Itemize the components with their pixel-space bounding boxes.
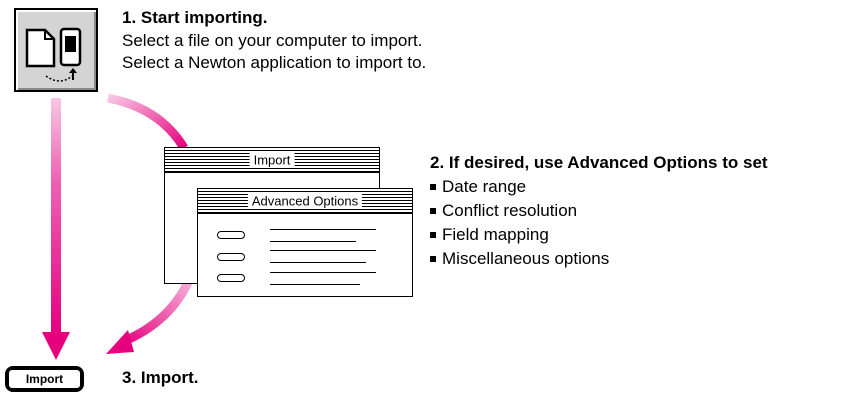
import-window-titlebar: Import: [165, 148, 379, 173]
list-item: Date range: [430, 175, 609, 199]
option-line: [270, 272, 376, 273]
down-arrow: [42, 98, 70, 360]
curve-arrow-to-window: [107, 93, 188, 151]
step-3-title: 3. Import.: [122, 368, 199, 387]
bullet-icon: [430, 184, 436, 190]
bullet-icon: [430, 208, 436, 214]
list-item: Miscellaneous options: [430, 247, 609, 271]
advanced-options-window: Advanced Options: [197, 188, 413, 297]
list-item: Field mapping: [430, 223, 609, 247]
step-1-line-2: Select a Newton application to import to…: [122, 53, 427, 72]
option-control: [217, 274, 245, 282]
step-2-title: 2. If desired, use Advanced Options to s…: [430, 153, 768, 172]
list-item: Conflict resolution: [430, 199, 609, 223]
advanced-options-title: Advanced Options: [247, 193, 363, 209]
import-icon[interactable]: [14, 8, 98, 92]
option-control: [217, 231, 245, 239]
step-1-line-1: Select a file on your computer to import…: [122, 31, 423, 50]
import-window-title: Import: [249, 152, 295, 168]
bullet-icon: [430, 256, 436, 262]
option-control: [217, 253, 245, 261]
advanced-options-titlebar: Advanced Options: [198, 189, 412, 214]
option-line: [270, 241, 356, 242]
import-button[interactable]: Import: [5, 366, 84, 392]
option-line: [270, 284, 360, 285]
document-to-newton-icon: [25, 27, 82, 82]
step-1-title: 1. Start importing.: [122, 8, 268, 27]
option-line: [270, 229, 376, 230]
bullet-icon: [430, 232, 436, 238]
advanced-options-list: Date range Conflict resolution Field map…: [430, 175, 609, 271]
option-line: [270, 262, 366, 263]
option-line: [270, 250, 376, 251]
